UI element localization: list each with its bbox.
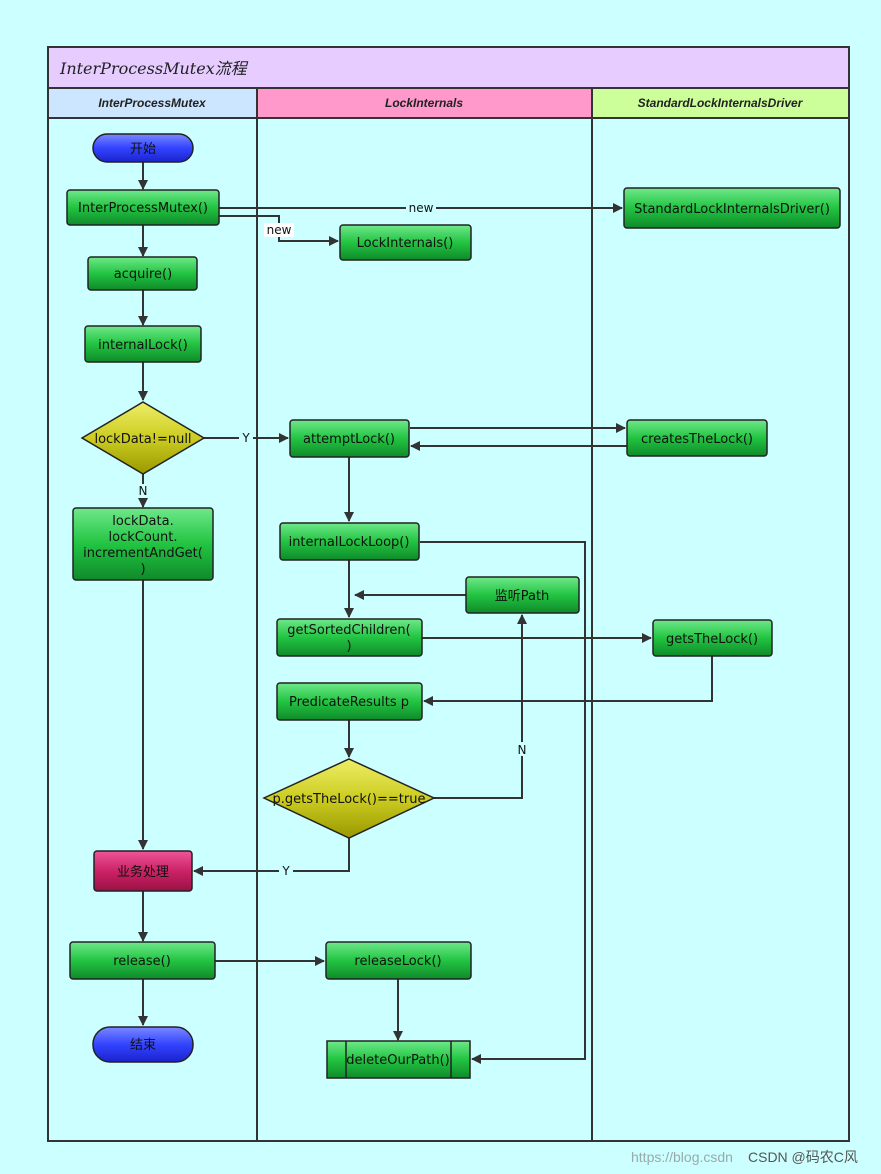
node-createsthelock: createsTheLock() (626, 419, 768, 457)
edge-internallockloop-to-deleteourpath (420, 541, 586, 1064)
node-standardlockinternalsdriver-ctor-label: StandardLockInternalsDriver() (634, 202, 830, 217)
node-predicateresults-label: PredicateResults p (289, 695, 409, 710)
node-internallock-label: internalLock() (98, 338, 188, 353)
node-predicateresults: PredicateResults p (276, 682, 423, 721)
node-decision-lockdata-label: lockData!=null (94, 432, 191, 447)
node-release-label: release() (113, 954, 171, 969)
node-internallockloop-label: internalLockLoop() (289, 535, 410, 550)
lane-label-lockinternals: LockInternals (385, 96, 463, 110)
node-getsortedchildren-line-2: ) (346, 639, 351, 654)
node-business-label: 业务处理 (117, 864, 169, 880)
node-acquire-label: acquire() (114, 267, 172, 282)
node-end-label: 结束 (130, 1038, 156, 1053)
node-attemptlock-label: attemptLock() (303, 432, 395, 447)
edge-label-bg (279, 864, 293, 878)
node-acquire: acquire() (87, 256, 198, 291)
edge-label-bg (264, 223, 294, 237)
edge-label-yes-attemptlock: Y (241, 431, 250, 445)
node-getsortedchildren-line-1: getSortedChildren( (287, 623, 410, 638)
node-start-label: 开始 (130, 142, 156, 157)
node-attemptlock: attemptLock() (289, 419, 410, 458)
edge-label-bg (406, 201, 436, 215)
node-internallock: internalLock() (84, 325, 202, 363)
edge-decision-no-to-watchpath (434, 614, 527, 799)
edge-label-bg (136, 484, 150, 498)
node-getsthelock: getsTheLock() (652, 619, 773, 657)
edge-label-bg (515, 742, 529, 756)
node-increment-line-4: ) (140, 562, 145, 577)
node-interprocessmutex-ctor-label: InterProcessMutex() (78, 201, 208, 216)
node-increment: lockData. lockCount. incrementAndGet( ) (72, 507, 214, 581)
edge-label-no-increment: N (139, 484, 148, 498)
node-deleteourpath: deleteOurPath() (326, 1040, 471, 1079)
edge-getsthelock-to-predicateresults (423, 656, 713, 706)
node-watchpath-label: 监听Path (495, 589, 550, 604)
watermark-brand: CSDN @码农C风 (748, 1149, 858, 1165)
node-business: 业务处理 (93, 850, 193, 892)
node-end: 结束 (92, 1026, 194, 1063)
edge-label-new-lockinternals: new (267, 223, 292, 237)
node-watchpath: 监听Path (465, 576, 580, 614)
node-decision-getsthelock-label: p.getsTheLock()==true (273, 792, 426, 807)
node-lockinternals-ctor-label: LockInternals() (357, 236, 454, 251)
node-increment-line-3: incrementAndGet( (83, 546, 203, 561)
watermark-faded: https://blog.csdn (631, 1149, 733, 1165)
lane-label-standardlockinternalsdriver: StandardLockInternalsDriver (638, 96, 804, 110)
node-increment-line-2: lockCount. (109, 530, 178, 545)
node-releaselock: releaseLock() (325, 941, 472, 980)
node-getsortedchildren: getSortedChildren( ) (276, 618, 423, 657)
edge-decision-yes-to-business (193, 838, 350, 876)
lane-header-standardlockinternalsdriver (591, 87, 850, 119)
node-createsthelock-label: createsTheLock() (641, 432, 753, 447)
edge-label-yes-business: Y (281, 864, 290, 878)
node-interprocessmutex-ctor: InterProcessMutex() (66, 189, 220, 226)
node-increment-line-1: lockData. (112, 514, 173, 529)
node-internallockloop: internalLockLoop() (279, 522, 420, 561)
lane-label-interprocessmutex: InterProcessMutex (98, 96, 207, 110)
node-getsthelock-label: getsTheLock() (666, 632, 758, 647)
node-lockinternals-ctor: LockInternals() (339, 224, 472, 261)
node-start: 开始 (92, 133, 194, 163)
lane-header-interprocessmutex (47, 87, 258, 119)
diagram-title: InterProcessMutex流程 (59, 59, 249, 78)
node-standardlockinternalsdriver-ctor: StandardLockInternalsDriver() (623, 187, 841, 229)
node-decision-lockdata: lockData!=null (80, 401, 206, 475)
edge-label-no-watchpath: N (518, 743, 527, 757)
edge-label-new-sld: new (409, 201, 434, 215)
edge-label-bg (239, 431, 253, 445)
node-deleteourpath-label: deleteOurPath() (346, 1053, 449, 1068)
node-releaselock-label: releaseLock() (354, 954, 441, 969)
node-decision-getsthelock: p.getsTheLock()==true (262, 758, 436, 839)
title-band (47, 46, 850, 89)
node-release: release() (69, 941, 216, 980)
